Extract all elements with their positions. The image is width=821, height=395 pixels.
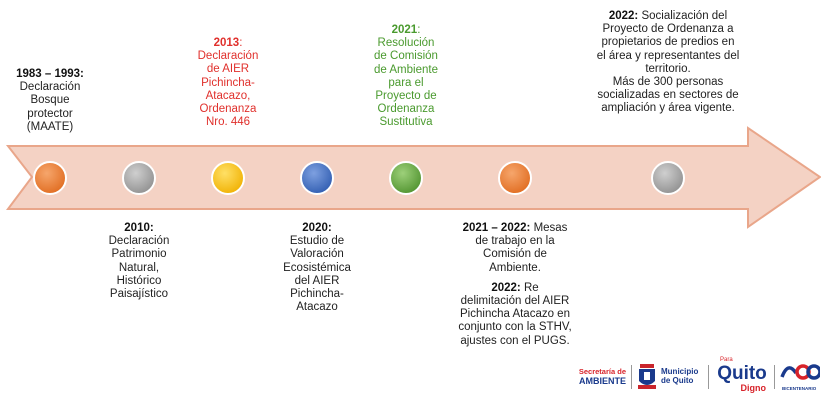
institutional-logos: Secretaría de AMBIENTE Municipio de Quit… xyxy=(568,355,821,395)
secretaria-ambiente-logo: Secretaría de AMBIENTE xyxy=(570,367,626,386)
divider xyxy=(631,365,632,389)
milestone-text: Natural, xyxy=(118,261,160,274)
milestone-year: 2021 – 2022: xyxy=(462,222,531,234)
divider xyxy=(774,365,775,389)
dot-2020 xyxy=(300,161,334,195)
milestone-1983-1993: 1983 – 1993: Declaración Bosque protecto… xyxy=(4,68,96,134)
logo-text: Para xyxy=(720,357,733,363)
milestone-text: Ordenanza xyxy=(199,103,257,116)
milestone-text: socializadas en sectores de xyxy=(597,89,739,102)
dot-2021-2022 xyxy=(498,161,532,195)
bicentenario-logo-text: BICENTENARIO xyxy=(782,386,817,391)
milestone-2020: 2020: Estudio de Valoración Ecosistémica… xyxy=(270,222,364,314)
logo-text: de Quito xyxy=(661,376,694,385)
milestone-text: Histórico xyxy=(116,274,162,287)
dot-2021 xyxy=(389,161,423,195)
dot-2013 xyxy=(211,161,245,195)
milestone-text: del AIER xyxy=(294,274,340,287)
milestone-text: de Comisión xyxy=(374,50,438,63)
milestone-text: territorio. xyxy=(645,62,691,75)
milestone-text: Ecosistémica xyxy=(283,261,351,274)
milestone-year: 2013 xyxy=(213,37,240,49)
milestone-text: propietarios de predios en xyxy=(601,36,735,49)
milestone-text: Ordenanza xyxy=(377,103,435,116)
milestone-year-2: 2022: xyxy=(491,281,521,294)
milestone-text: Pichincha- xyxy=(290,288,344,301)
milestone-text: Declaración xyxy=(197,50,259,63)
logo-text: Municipio xyxy=(661,367,699,376)
milestone-text: Estudio de xyxy=(289,235,345,248)
milestone-text: Atacazo xyxy=(296,301,338,314)
milestone-year: 2010: xyxy=(124,222,154,234)
logo-text: Quito xyxy=(717,363,767,384)
milestone-text: Mesas xyxy=(533,222,568,234)
milestone-text: Pichincha Atacazo en xyxy=(460,308,570,321)
milestone-text: el área y representantes del xyxy=(596,49,740,62)
milestone-2013: 2013: Declaración de AIER Pichincha- Ata… xyxy=(197,37,259,129)
milestone-text: Valoración xyxy=(290,248,344,261)
bicentenario-logo-icon xyxy=(780,364,820,380)
logo-text: AMBIENTE xyxy=(579,376,626,386)
milestone-text: ampliación y área vigente. xyxy=(601,102,735,115)
milestone-2021-2022: 2021 – 2022: Mesas de trabajo en la Comi… xyxy=(450,222,580,348)
milestone-2010: 2010: Declaración Patrimonio Natural, Hi… xyxy=(96,222,182,301)
logo-text: Digno xyxy=(740,383,767,393)
dot-2010 xyxy=(122,161,156,195)
quito-digno-logo: Para Quito Digno xyxy=(714,357,770,393)
milestone-text: Pichincha- xyxy=(201,76,255,89)
milestone-text: Declaración xyxy=(108,235,170,248)
milestone-text: de trabajo en la xyxy=(475,235,555,248)
milestone-2021: 2021: Resolución de Comisión de Ambiente… xyxy=(374,24,438,129)
milestone-text: Proyecto de Ordenanza a xyxy=(602,23,734,36)
dot-2022 xyxy=(651,161,685,195)
logo-text: Secretaría de xyxy=(578,367,626,376)
milestone-text: conjunto con la STHV, xyxy=(458,321,572,334)
milestone-text: Re xyxy=(523,281,539,294)
milestone-text: Ambiente. xyxy=(489,261,541,274)
milestone-year: 1983 – 1993: xyxy=(16,68,84,80)
milestone-text: Sustitutiva xyxy=(379,116,433,129)
milestone-2022-socializacion: 2022: Socialización del Proyecto de Orde… xyxy=(578,10,758,116)
milestone-text: Paisajístico xyxy=(109,288,169,301)
milestone-text: delimitación del AIER xyxy=(460,295,570,308)
milestone-year: 2022: xyxy=(608,10,639,22)
milestone-year: 2020: xyxy=(302,222,332,234)
milestone-text: para el xyxy=(388,76,424,89)
milestone-text: Bosque xyxy=(30,94,70,107)
divider xyxy=(708,365,709,389)
milestone-text: Socialización del xyxy=(641,10,728,22)
milestone-text: Más de 300 personas xyxy=(612,76,724,89)
milestone-text: Comisión de xyxy=(483,248,547,261)
milestone-text: (MAATE) xyxy=(26,120,74,133)
coat-of-arms-icon xyxy=(638,364,656,389)
milestone-text: Resolución xyxy=(377,37,435,50)
milestone-text: Declaración xyxy=(19,81,81,94)
milestone-year: 2021 xyxy=(391,24,418,36)
milestone-text: Nro. 446 xyxy=(205,116,251,129)
milestone-text: de AIER xyxy=(206,63,250,76)
milestone-text: ajustes con el PUGS. xyxy=(460,334,570,347)
municipio-quito-logo: Municipio de Quito xyxy=(661,367,698,385)
milestone-text: de Ambiente xyxy=(374,63,438,76)
milestone-text: Patrimonio xyxy=(111,248,167,261)
dot-1983 xyxy=(33,161,67,195)
milestone-text: protector xyxy=(27,107,73,120)
milestone-text: Proyecto de xyxy=(375,90,437,103)
milestone-text: Atacazo, xyxy=(205,89,251,102)
